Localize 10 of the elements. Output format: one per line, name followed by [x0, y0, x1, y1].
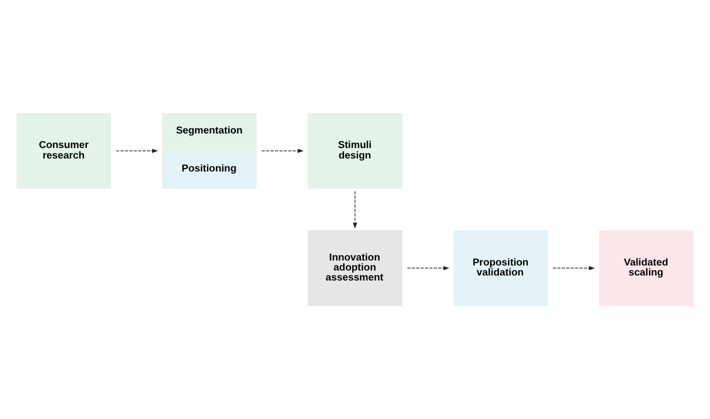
- node-box: Consumer research: [16, 113, 112, 189]
- node-box: Proposition validation: [453, 230, 548, 306]
- arrow: [352, 190, 358, 229]
- node-box: Innovation adoption assessment: [308, 230, 402, 306]
- arrow: [552, 266, 595, 270]
- node-box: Validated scaling: [598, 230, 694, 306]
- arrow: [406, 266, 450, 270]
- node-box: Stimuli design: [308, 113, 402, 189]
- arrow: [116, 148, 158, 153]
- arrow: [261, 148, 304, 153]
